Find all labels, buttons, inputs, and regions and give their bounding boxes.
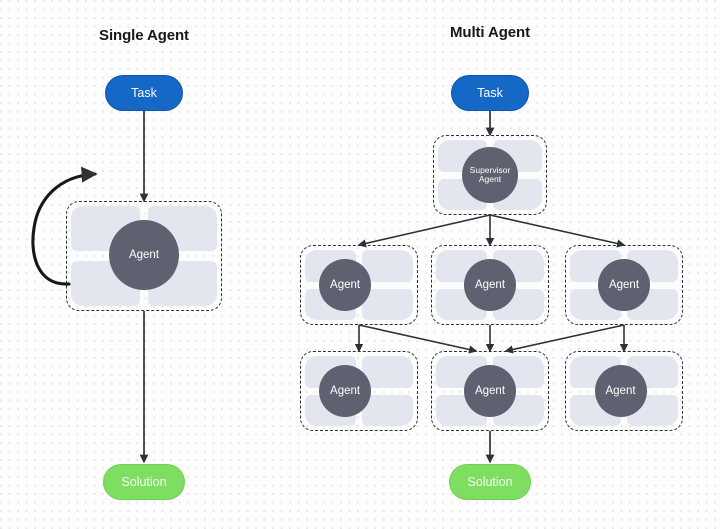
agent-node-row2-center[interactable]: Agent bbox=[431, 351, 549, 431]
agent-circle-row2-right: Agent bbox=[594, 365, 647, 417]
agent-circle-row1-right: Agent bbox=[598, 259, 650, 311]
agent-node-row1-left[interactable]: Agent bbox=[300, 245, 418, 325]
edge-agent-3-to-agent-5 bbox=[504, 324, 625, 354]
agent-panel-bottom-right bbox=[362, 394, 413, 426]
solution-node-multi[interactable]: Solution bbox=[449, 464, 531, 500]
agent-node-row2-left[interactable]: Agent bbox=[300, 351, 418, 431]
supervisor-label-line-1: Supervisor bbox=[469, 164, 511, 175]
task-node-single[interactable]: Task bbox=[105, 75, 183, 111]
agent-node-row1-center[interactable]: Agent bbox=[431, 245, 549, 325]
panel-title-multi-agent: Multi Agent bbox=[450, 24, 530, 41]
agent-panel-top-right bbox=[362, 356, 413, 388]
supervisor-agent-circle: Supervisor Agent bbox=[462, 147, 518, 203]
agent-panel-top-right bbox=[362, 250, 413, 282]
agent-circle-row2-left: Agent bbox=[319, 365, 372, 417]
agent-node-row2-right[interactable]: Agent bbox=[565, 351, 683, 431]
supervisor-label-line-2: Agent bbox=[478, 174, 502, 184]
agent-circle-row2-center: Agent bbox=[464, 365, 516, 417]
agent-node-single[interactable]: Agent bbox=[66, 201, 222, 311]
task-node-multi[interactable]: Task bbox=[451, 75, 529, 111]
agent-circle-single: Agent bbox=[109, 219, 179, 290]
agent-node-panels bbox=[305, 356, 413, 426]
agent-circle-row1-left: Agent bbox=[319, 259, 372, 311]
edge-supervisor-to-agent-3 bbox=[489, 214, 626, 248]
solution-node-single[interactable]: Solution bbox=[103, 464, 185, 500]
agent-panel-bottom-right bbox=[362, 288, 413, 320]
panel-title-single-agent: Single Agent bbox=[99, 27, 189, 44]
supervisor-agent-node[interactable]: Supervisor Agent bbox=[433, 135, 547, 215]
edge-agent-1-to-agent-5 bbox=[358, 324, 478, 354]
agent-circle-row1-center: Agent bbox=[464, 259, 516, 311]
edge-supervisor-to-agent-1 bbox=[357, 214, 491, 248]
agent-node-row1-right[interactable]: Agent bbox=[565, 245, 683, 325]
